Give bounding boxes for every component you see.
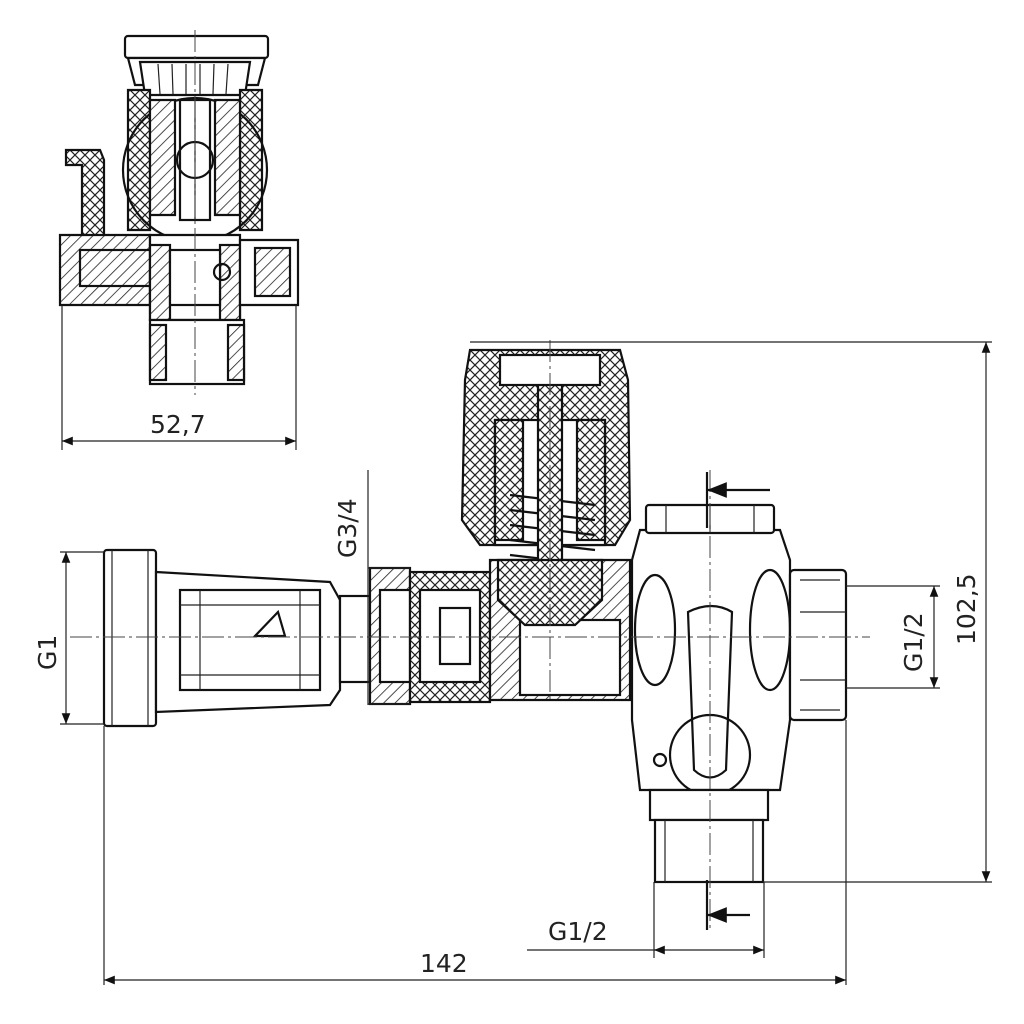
front-view — [60, 340, 992, 985]
dim-top-view-width: 52,7 — [150, 410, 206, 439]
dim-overall-height: 102,5 — [952, 573, 981, 645]
dim-overall-length: 142 — [420, 949, 468, 978]
dim-bottom-outlet-thread: G1/2 — [548, 917, 608, 946]
top-view — [58, 30, 300, 450]
dim-branch-thread: G3/4 — [333, 498, 362, 558]
dim-side-outlet-thread: G1/2 — [899, 612, 928, 672]
dim-inlet-thread: G1 — [33, 635, 62, 670]
